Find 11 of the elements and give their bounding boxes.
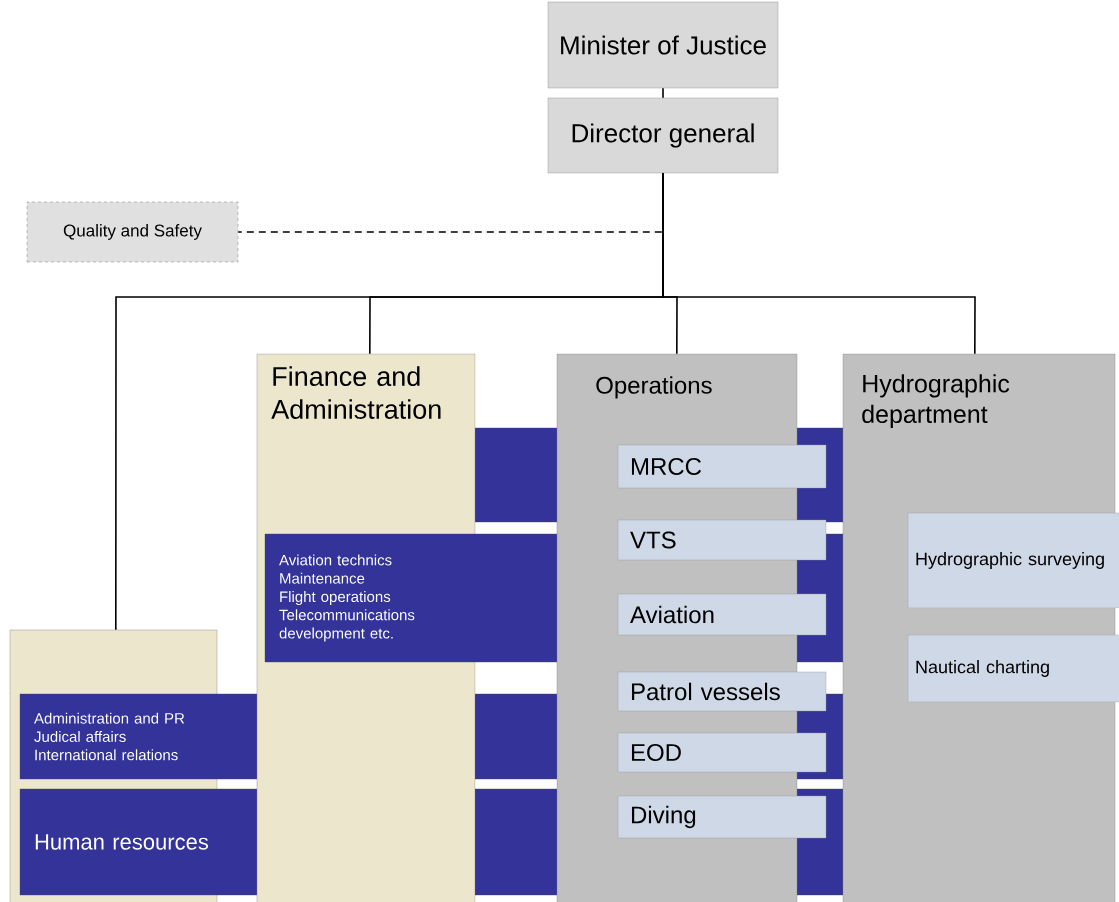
staff-box: Quality and Safety bbox=[26, 201, 239, 263]
office-box: Director general bbox=[547, 97, 779, 174]
office-box: Minister of Justice bbox=[547, 1, 779, 89]
department-column bbox=[9, 629, 218, 695]
unit-box: MRCC bbox=[617, 444, 827, 489]
connector-line bbox=[662, 87, 664, 99]
unit-box: Hydrographic surveying bbox=[907, 512, 1119, 609]
unit-box: Patrol vessels bbox=[617, 671, 827, 712]
connector-line bbox=[662, 172, 976, 355]
unit-box: VTS bbox=[617, 519, 827, 561]
unit-box: Nautical charting bbox=[907, 634, 1119, 703]
